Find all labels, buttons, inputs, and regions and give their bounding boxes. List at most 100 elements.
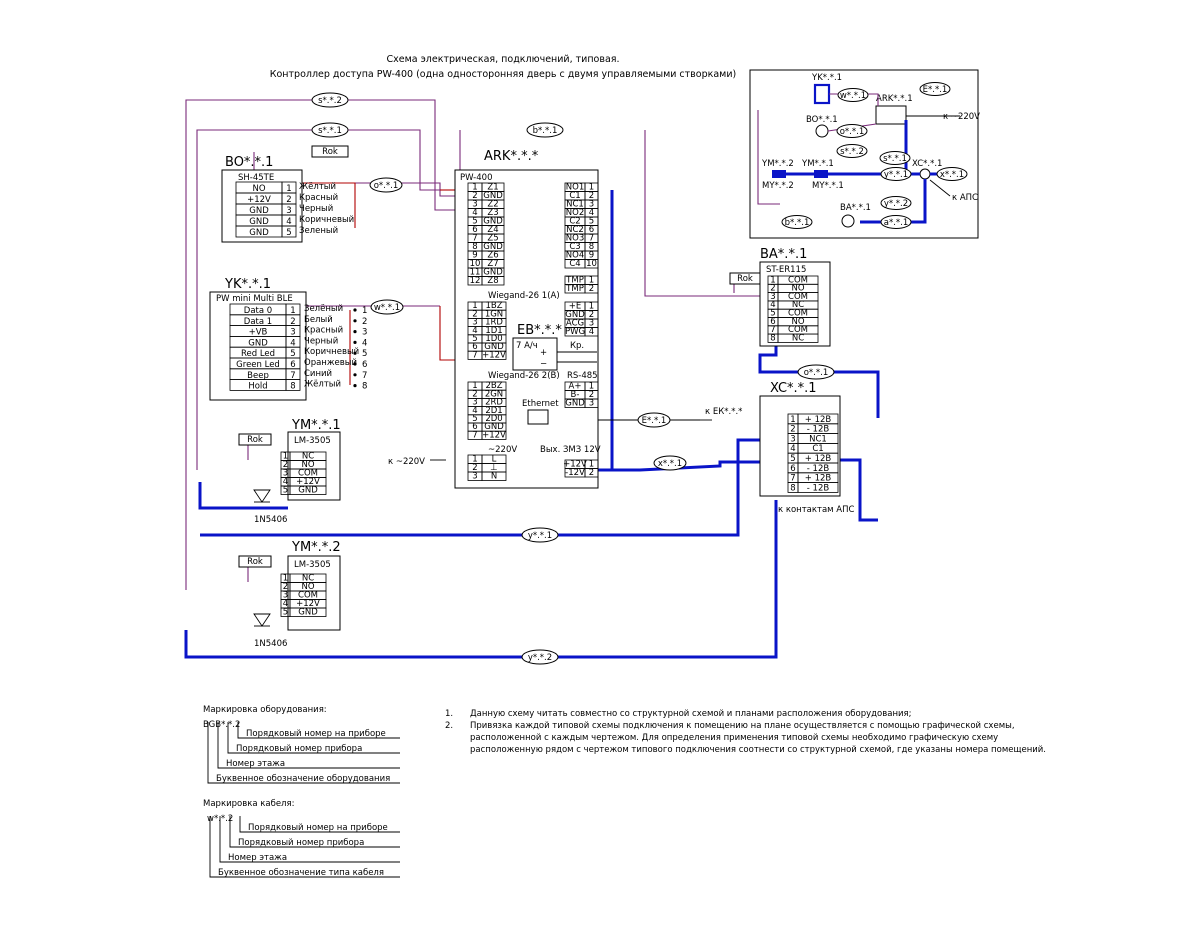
yk-terminal-number: 8	[362, 382, 367, 392]
cable-label-y1: y*.*.1	[528, 531, 552, 541]
battery-box	[512, 337, 558, 371]
wire-ym1-loop	[198, 482, 288, 510]
xc-number: 5	[790, 454, 795, 464]
bo-wire-colour: Жёлтый	[299, 182, 336, 192]
bo-number: 3	[286, 206, 291, 216]
ym2-number: 2	[283, 582, 288, 592]
ba-number: 1	[770, 275, 775, 285]
yk-id: YK*.*.1	[224, 277, 271, 292]
mains-signal: N	[491, 472, 497, 482]
cable-label-o1: o*.*.1	[804, 368, 829, 378]
ov-marker-o	[836, 124, 868, 138]
ba-signal: COM	[788, 325, 808, 335]
yk-terminal-dot	[353, 319, 357, 323]
yk-terminal-number: 5	[362, 349, 367, 359]
ov-to-220: к ~220V	[943, 112, 980, 122]
w2-signal: +12V	[482, 430, 506, 440]
ark-in-signal: Z6	[487, 251, 498, 261]
yk-terminal-dot	[353, 308, 357, 312]
cable-label-E1: E*.*.1	[642, 416, 667, 426]
out-title: Вых. ЗМЗ 12V	[540, 445, 601, 455]
w2-signal: GND	[484, 422, 504, 432]
ark-relay-signal: C2	[569, 217, 580, 227]
yk-terminal-number: 1	[362, 306, 367, 316]
ark-relay-number: 6	[589, 225, 594, 235]
ym2-signal: NC	[302, 574, 314, 584]
w1-number: 4	[472, 326, 477, 336]
alarm-ba: BA*.*.1 Rok ST-ER115 COM1NO2COM3NC4COM5N…	[729, 247, 831, 347]
xc-signal: - 12В	[807, 425, 830, 435]
ov-my2: MY*.*.2	[762, 181, 794, 191]
ov-ym2: YM*.*.2	[761, 159, 794, 169]
mains-signal: L	[492, 455, 497, 465]
ov-button-icon	[815, 124, 829, 138]
xc-signal: + 12В	[805, 454, 832, 464]
cable-marker-o1	[369, 177, 403, 193]
pwr-signal: PWG	[565, 327, 585, 337]
wiegand1-title: Wiegand-26 1(A)	[488, 291, 560, 301]
ov-to-aps: к АПС	[952, 193, 978, 203]
ba-number: 6	[770, 317, 775, 327]
ba-number: 4	[770, 300, 775, 310]
ethernet-port	[527, 409, 549, 425]
yk-number: 1	[290, 306, 295, 316]
note-text: расположенную рядом с чертежом типового …	[470, 745, 1046, 755]
legend-cable-title: Маркировка кабеля:	[203, 799, 294, 809]
ark-in-number: 6	[472, 225, 477, 235]
battery-plus: +	[540, 348, 547, 358]
ark-in-number: 1	[472, 183, 477, 193]
ark-in-number: 5	[472, 217, 477, 227]
title-line-2: Контроллер доступа PW-400 (одна одностор…	[270, 69, 736, 80]
lock-ym1: Rok YM*.*.1 LM-3505 NC1NO2COM3+12V4GND5 …	[238, 418, 341, 525]
ym2-box	[287, 555, 341, 631]
note-text: Привязка каждой типовой схемы подключени…	[470, 721, 1015, 731]
ark-relay-number: 1	[589, 183, 594, 193]
ark-relay-signal: NO1	[566, 183, 584, 193]
ark-relay-signal: NO2	[566, 208, 584, 218]
wire-b1	[644, 130, 760, 297]
battery-leads	[557, 351, 597, 363]
ov-marker-y2	[880, 196, 912, 210]
ym1-signal: NC	[302, 452, 314, 462]
ym1-signal: GND	[298, 486, 318, 496]
ba-id: BA*.*.1	[760, 247, 807, 262]
yk-number: 5	[290, 349, 295, 359]
rs-number: 1	[589, 382, 594, 392]
ov-marker-label-s2: s*.*.2	[840, 147, 864, 157]
yk-model: PW mini Multi BLE	[216, 294, 293, 304]
legend-cable: Маркировка кабеля: w*.*.2 Порядковый ном…	[203, 799, 400, 878]
ark-in-number: 10	[470, 259, 481, 269]
ark-relay-signal: NC1	[566, 200, 584, 210]
controller-ark: ARK*.*.* PW-400 Z11GND2Z23Z34GND5Z46Z57G…	[454, 149, 601, 489]
ov-my1: MY*.*.1	[812, 181, 844, 191]
w1-signal: 1GN	[485, 309, 503, 319]
yk-terminal-dot	[353, 330, 357, 334]
ym2-number: 3	[283, 591, 288, 601]
bo-wire-colour: Коричневый	[299, 215, 354, 225]
bo-signal: GND	[249, 206, 269, 216]
bo-wire-colour: Красный	[299, 193, 338, 203]
w1-number: 2	[472, 309, 477, 319]
xc-number: 8	[790, 483, 795, 493]
ba-number: 3	[770, 292, 775, 302]
w2-signal: 2D0	[485, 414, 502, 424]
w2-number: 1	[472, 381, 477, 391]
ark-relay-number: 9	[589, 251, 594, 261]
ov-marker-label-w: w*.*.1	[840, 91, 866, 101]
yk-terminal-number: 4	[362, 338, 367, 348]
ba-number: 2	[770, 284, 775, 294]
yk-terminal-number: 3	[362, 328, 367, 338]
ark-in-number: 8	[472, 242, 477, 252]
ark-in-signal: GND	[483, 268, 503, 278]
ark-in-number: 7	[472, 234, 477, 244]
wire-aps	[838, 458, 878, 522]
legend-line-text: Буквенное обозначение оборудования	[216, 774, 390, 784]
battery-contacts: Кр.	[570, 341, 584, 351]
legend-leader	[209, 816, 400, 878]
mains-title: ~220V	[488, 445, 517, 455]
ym2-resistor-label: Rok	[247, 557, 263, 567]
